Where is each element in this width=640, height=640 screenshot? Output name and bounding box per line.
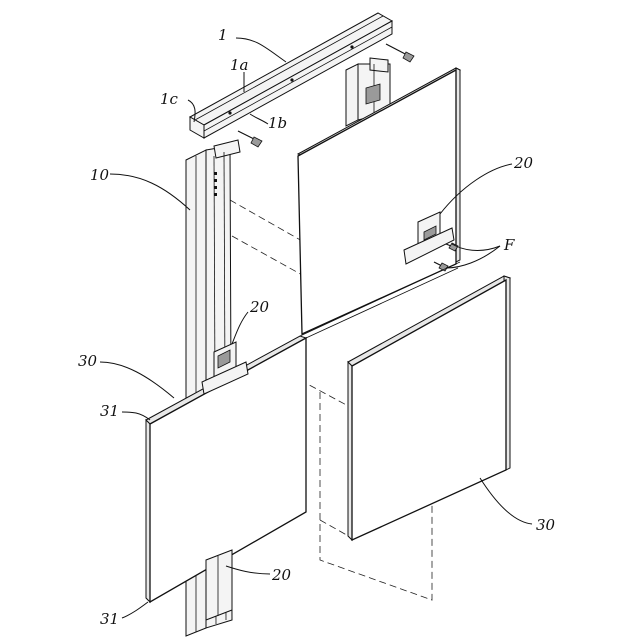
label-panel-edge-top: 31 — [100, 402, 119, 420]
label-vertical-frame: 10 — [90, 166, 110, 184]
label-rail-part-a: 1a — [230, 56, 249, 74]
label-bracket-left: 20 — [249, 298, 270, 316]
label-panel-edge-bottom: 31 — [100, 610, 119, 628]
label-rail-part-c: 1c — [160, 90, 179, 108]
screw-icon — [386, 44, 414, 62]
label-rail-part-b: 1b — [268, 114, 287, 132]
bracket-bottom — [206, 550, 232, 620]
label-bracket-bottom: 20 — [271, 566, 292, 584]
label-panel-right: 30 — [536, 516, 556, 534]
label-top-rail: 1 — [218, 26, 228, 44]
label-fastener: F — [503, 236, 515, 254]
screw-icon — [238, 131, 262, 147]
label-panel-left: 30 — [78, 352, 98, 370]
label-bracket-upper-right: 20 — [513, 154, 534, 172]
right-panel — [348, 276, 510, 540]
